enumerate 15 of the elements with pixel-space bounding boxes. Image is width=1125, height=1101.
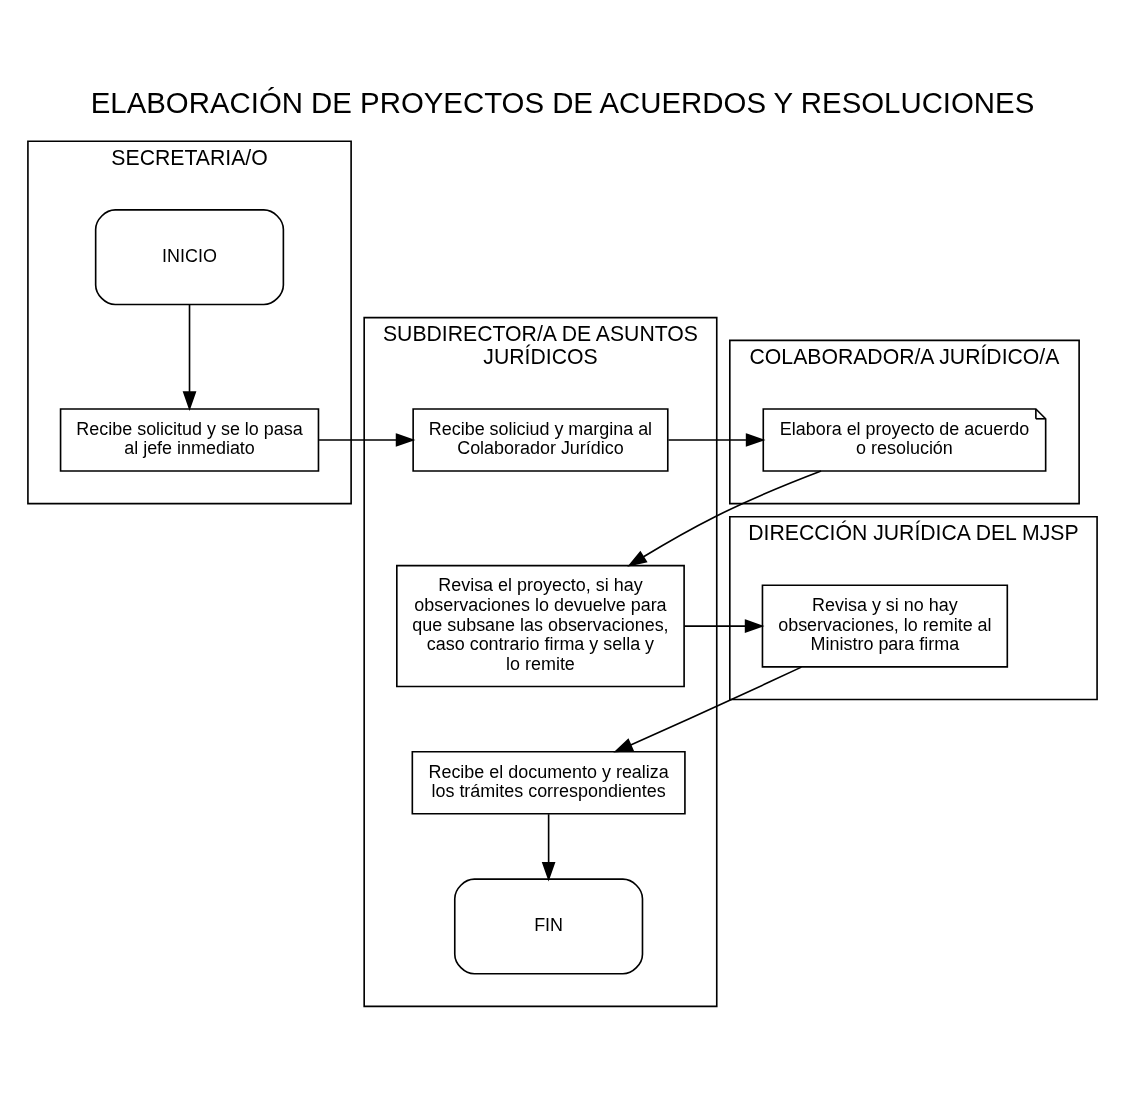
arrow	[683, 618, 765, 633]
node-box: Revisa el proyecto, si hay observaciones lo devuelve para que subsane las observaciones, caso contrario firma y sella y lo remite	[396, 564, 685, 687]
node-box: Recibe soliciud y margina al Colaborador Jurídico	[412, 407, 669, 472]
arrow	[667, 432, 766, 447]
node-box: FIN	[453, 877, 644, 975]
arrow	[541, 812, 556, 881]
arrow	[318, 432, 416, 447]
node-box: Recibe solicitud y se lo pasa al jefe inmediato	[59, 407, 320, 472]
node-box: Revisa y si no hay observaciones, lo remite al Ministro para firma	[761, 583, 1009, 668]
arrow	[627, 469, 822, 567]
arrow	[182, 303, 197, 411]
node-box: INICIO	[94, 208, 285, 305]
node-box: Recibe el documento y realiza los trámites correspondientes	[411, 750, 686, 815]
arrow	[613, 665, 803, 753]
diagram-title: ELABORACIÓN DE PROYECTOS DE ACUERDOS Y RESOLUCIONES	[90, 85, 1035, 119]
